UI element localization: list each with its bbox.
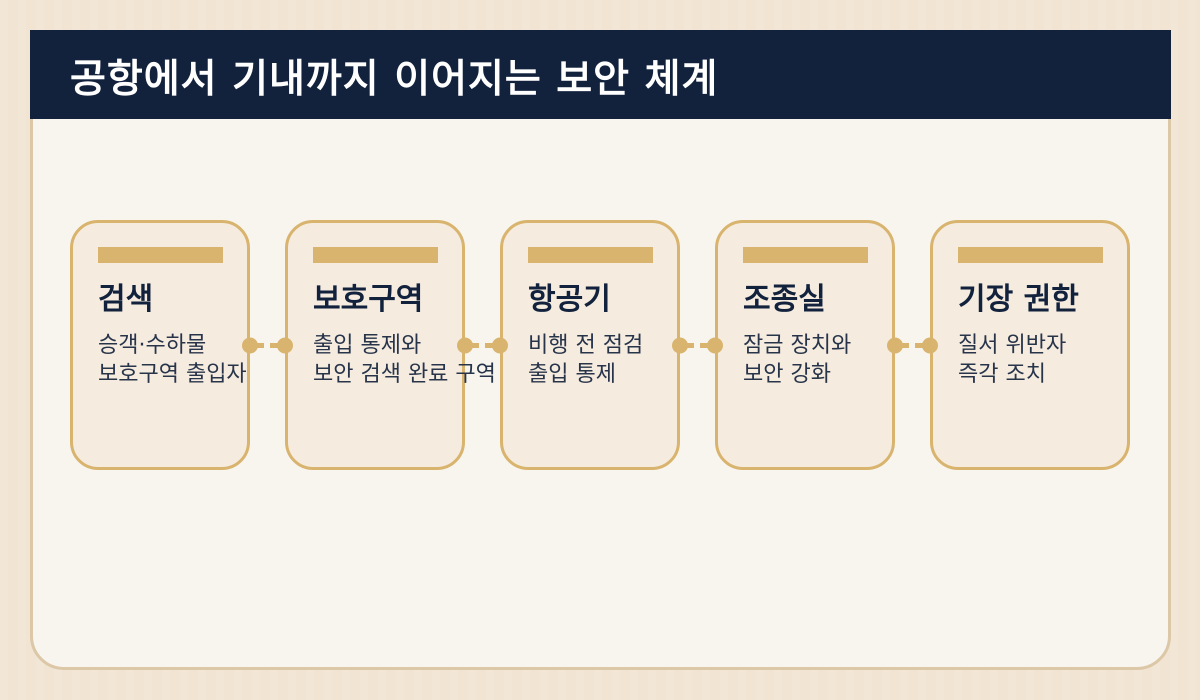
step-description: 질서 위반자 즉각 조치 [958, 331, 1066, 389]
connector-3-4 [672, 337, 723, 354]
step-title: 검색 [98, 282, 154, 317]
step-description: 잠금 장치와 보안 강화 [743, 331, 851, 389]
page-title: 공항에서 기내까지 이어지는 보안 체계 [70, 57, 719, 102]
step-card-3: 항공기 비행 전 점검 출입 통제 [500, 220, 680, 470]
step-description-line: 즉각 조치 [958, 362, 1046, 387]
connector-dot [277, 337, 293, 354]
connector-dot [242, 337, 258, 354]
connector-dot [887, 337, 903, 354]
step-description: 출입 통제와 보안 검색 완료 구역 [313, 331, 496, 389]
card-accent-bar [313, 247, 438, 263]
card-accent-bar [743, 247, 868, 263]
step-title: 항공기 [528, 282, 611, 317]
connector-dot [707, 337, 723, 354]
step-title: 기장 권한 [958, 282, 1079, 317]
header-banner: 공항에서 기내까지 이어지는 보안 체계 [30, 30, 1171, 119]
connector-2-3 [457, 337, 508, 354]
step-card-4: 조종실 잠금 장치와 보안 강화 [715, 220, 895, 470]
step-description-line: 보안 강화 [743, 362, 831, 387]
step-description-line: 승객·수하물 [98, 333, 207, 358]
step-description-line: 보안 검색 완료 구역 [313, 362, 496, 387]
connector-dot [492, 337, 508, 354]
connector-1-2 [242, 337, 293, 354]
step-description: 비행 전 점검 출입 통제 [528, 331, 643, 389]
connector-dot [672, 337, 688, 354]
connector-dot [922, 337, 938, 354]
step-description-line: 보호구역 출입자 [98, 362, 247, 387]
step-description-line: 출입 통제와 [313, 333, 422, 358]
step-description: 승객·수하물 보호구역 출입자 [98, 331, 247, 389]
step-description-line: 비행 전 점검 [528, 333, 644, 358]
card-accent-bar [98, 247, 223, 263]
connector-dot [457, 337, 473, 354]
step-title: 보호구역 [313, 282, 424, 317]
step-title: 조종실 [743, 282, 826, 317]
connector-4-5 [887, 337, 938, 354]
step-description-line: 잠금 장치와 [743, 333, 852, 358]
card-accent-bar [528, 247, 653, 263]
step-description-line: 출입 통제 [528, 362, 616, 387]
step-description-line: 질서 위반자 [958, 333, 1067, 358]
card-accent-bar [958, 247, 1103, 263]
